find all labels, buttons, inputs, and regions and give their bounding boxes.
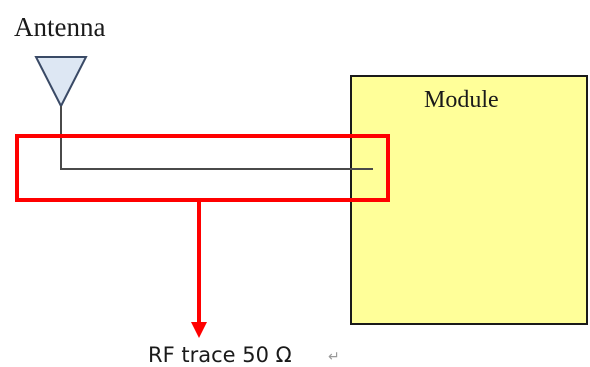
- antenna-label: Antenna: [14, 12, 105, 42]
- rf-trace-highlight-box: [15, 134, 390, 202]
- paragraph-return-mark: ↵: [328, 349, 340, 365]
- rf-trace-line: [60, 106, 373, 170]
- module-label: Module: [424, 87, 499, 113]
- rf-trace-label: RF trace 50 Ω: [148, 343, 292, 367]
- arrow-down-icon: [191, 322, 207, 338]
- antenna-triangle-icon: [34, 56, 88, 109]
- module-box: [350, 75, 588, 325]
